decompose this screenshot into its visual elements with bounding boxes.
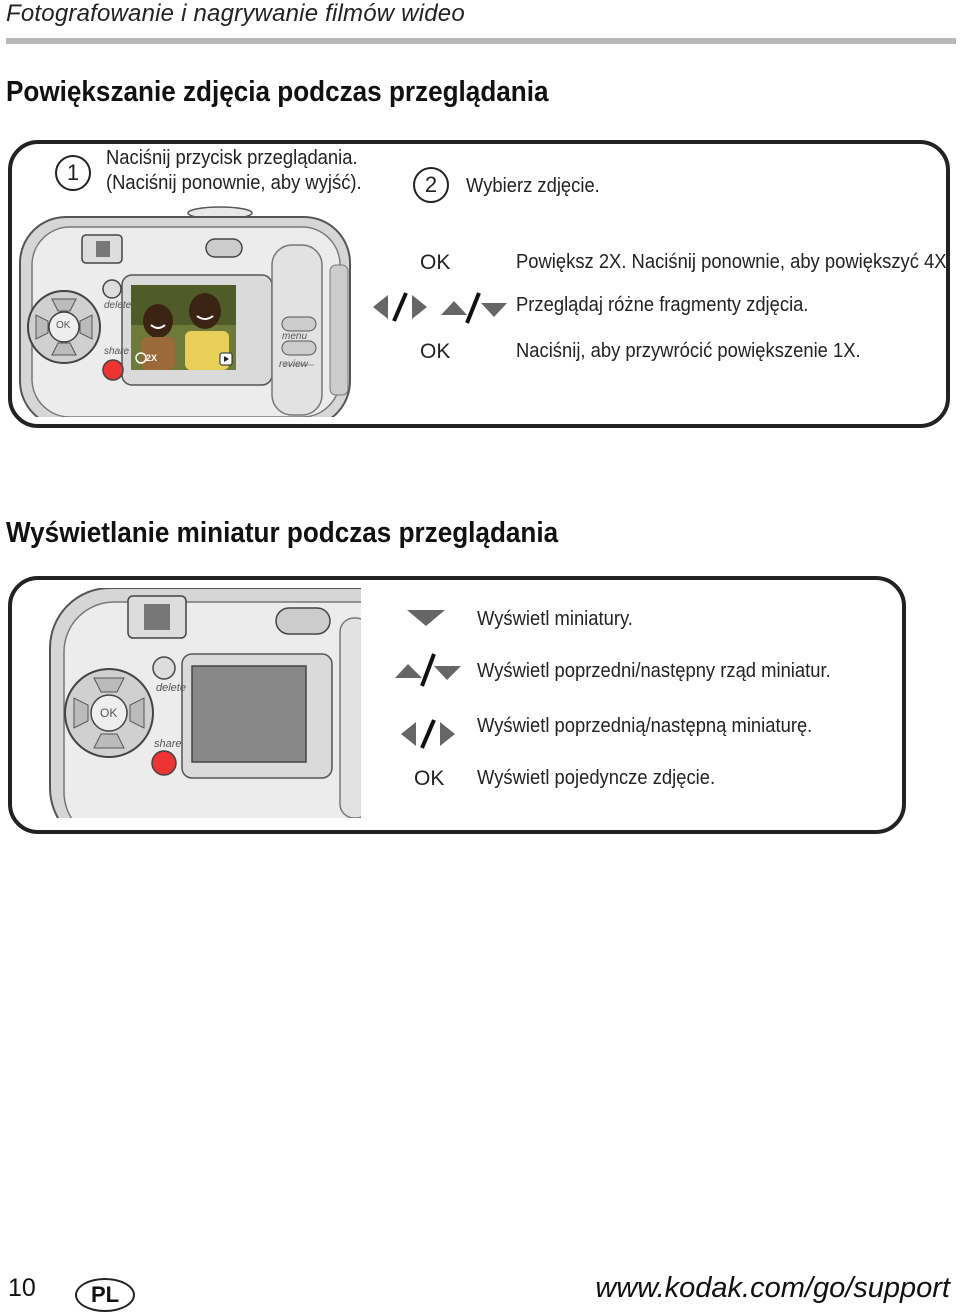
ok-key-3: OK — [414, 767, 445, 790]
step-2-text: Wybierz zdjęcie. — [466, 175, 600, 197]
ok-key-2: OK — [420, 340, 451, 363]
instruction-pan: Przeglądaj różne fragmenty zdjęcia. — [516, 294, 809, 316]
header-rule — [6, 38, 956, 44]
language-badge: PL — [75, 1278, 135, 1312]
camera1-ok-label: OK — [56, 320, 71, 331]
lcd-photo-preview — [131, 285, 236, 370]
camera1-review-label: review — [279, 359, 308, 370]
instruction-prev-next-thumbnail: Wyświetl poprzednią/następną miniaturę. — [477, 715, 813, 737]
support-url[interactable]: www.kodak.com/go/support — [595, 1272, 950, 1304]
instruction-zoom-in: Powiększ 2X. Naciśnij ponownie, aby powi… — [516, 251, 952, 273]
ok-key-1: OK — [420, 251, 451, 274]
step-1-circle: 1 — [55, 155, 91, 191]
camera1-delete-label: delete — [104, 300, 132, 311]
camera2-share-label: share — [154, 738, 182, 750]
zoom-badge: 2X — [146, 353, 158, 363]
instruction-single-picture: Wyświetl pojedyncze zdjęcie. — [477, 767, 716, 789]
step-2-circle: 2 — [413, 167, 449, 203]
left-right-arrows-icon — [373, 292, 427, 322]
camera2-ok-label: OK — [100, 706, 118, 720]
page-number: 10 — [8, 1274, 36, 1302]
thumbnail-section-heading: Wyświetlanie miniatur podczas przeglądan… — [6, 517, 559, 549]
down-arrow-icon — [407, 610, 445, 626]
camera-back-illustration-2 — [49, 588, 361, 818]
running-header: Fotografowanie i nagrywanie filmów wideo — [6, 0, 465, 27]
camera1-share-label: share — [104, 346, 130, 357]
step-1-line2: (Naciśnij ponownie, aby wyjść). — [106, 172, 362, 194]
up-down-arrows-icon-2 — [395, 653, 461, 687]
instruction-show-thumbnails: Wyświetl miniatury. — [477, 608, 633, 630]
up-down-arrows-icon — [441, 292, 507, 324]
zoom-section-heading: Powiększanie zdjęcia podczas przeglądani… — [6, 76, 549, 108]
instruction-prev-next-row: Wyświetl poprzedni/następny rząd miniatu… — [477, 660, 831, 682]
instruction-reset-zoom: Naciśnij, aby przywrócić powiększenie 1X… — [516, 340, 861, 362]
camera2-delete-label: delete — [156, 682, 186, 694]
step-1-line1: Naciśnij przycisk przeglądania. — [106, 147, 358, 169]
left-right-arrows-icon-2 — [401, 719, 455, 749]
camera1-menu-label: menu — [282, 331, 308, 342]
